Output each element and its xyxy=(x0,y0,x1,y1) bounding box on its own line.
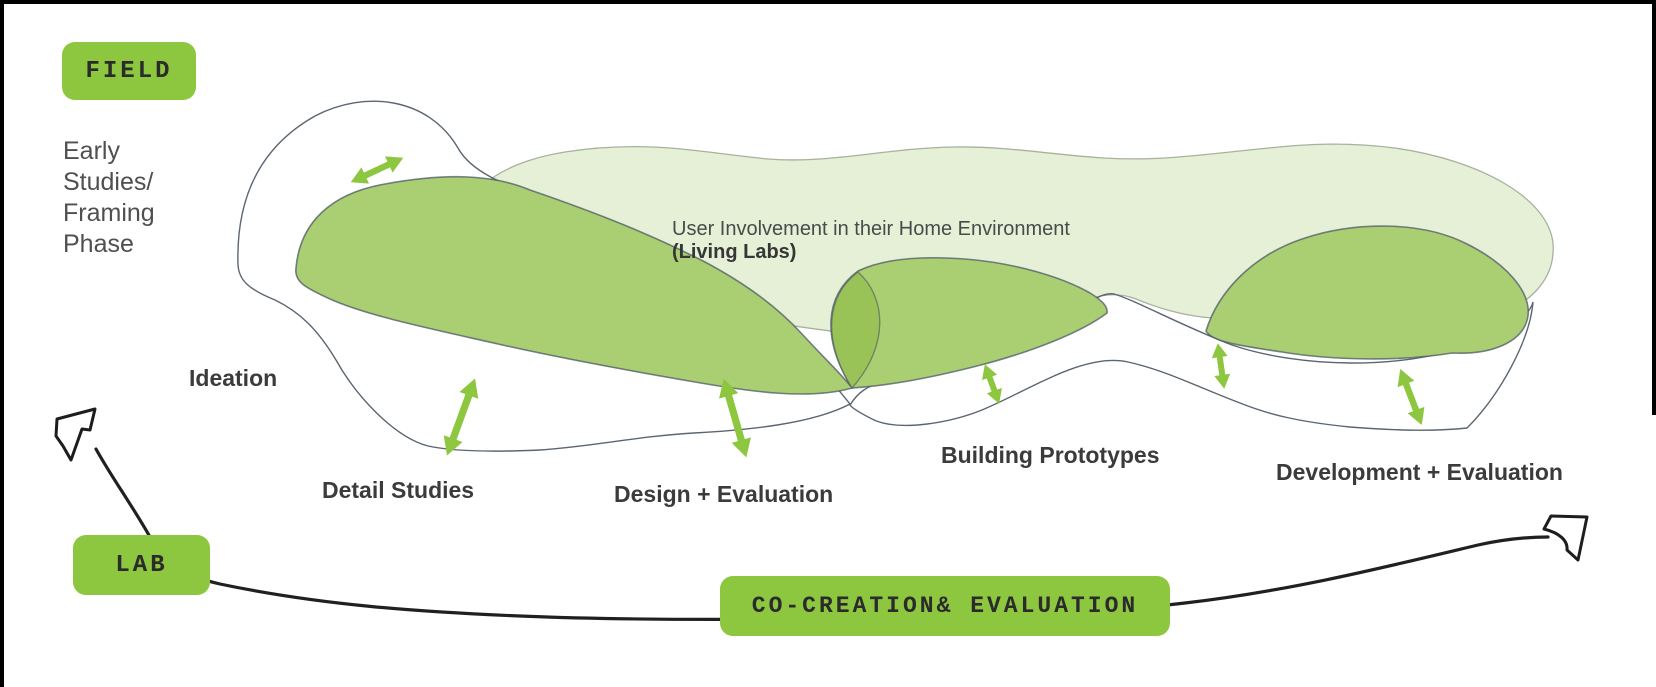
middle-green-blob xyxy=(830,256,1108,389)
living-labs-caption-highlight: (Living Labs) xyxy=(672,241,797,263)
left-green-blob xyxy=(295,175,854,395)
timeline-arrowhead-right xyxy=(1542,514,1589,562)
right-green-blob xyxy=(1205,225,1529,360)
frame-right-edge xyxy=(1652,0,1656,415)
cocreation-evaluation-badge: CO-CREATION& EVALUATION xyxy=(720,576,1170,636)
exchange-arrow-ideation xyxy=(350,156,404,184)
exchange-arrow-mid-right xyxy=(1211,343,1231,389)
lab-badge: LAB xyxy=(73,535,210,595)
living-labs-caption: User Involvement in their Home Environme… xyxy=(672,218,1132,264)
phase-label-building-prototypes: Building Prototypes xyxy=(941,442,1160,468)
field-badge: FIELD xyxy=(62,42,196,100)
exchange-arrow-detail-studies xyxy=(443,378,479,456)
exchange-arrows xyxy=(350,156,1425,458)
frame-top-edge xyxy=(0,0,1656,4)
phase-label-design-evaluation: Design + Evaluation xyxy=(614,481,834,507)
timeline-arrowhead-left xyxy=(54,407,97,462)
phase-label-ideation: Ideation xyxy=(189,365,278,391)
early-studies-note: Early Studies/ Framing Phase xyxy=(63,137,155,258)
exchange-arrow-building-prototypes xyxy=(982,364,1002,404)
phase-label-development-evaluation: Development + Evaluation xyxy=(1276,459,1563,485)
blob-overlap-lens xyxy=(831,271,881,390)
frame-left-edge xyxy=(0,0,4,687)
exchange-arrow-design-evaluation xyxy=(719,378,751,458)
exchange-arrow-development xyxy=(1397,368,1425,426)
living-labs-caption-text: User Involvement in their Home Environme… xyxy=(672,218,1070,240)
phase-label-detail-studies: Detail Studies xyxy=(322,477,475,503)
